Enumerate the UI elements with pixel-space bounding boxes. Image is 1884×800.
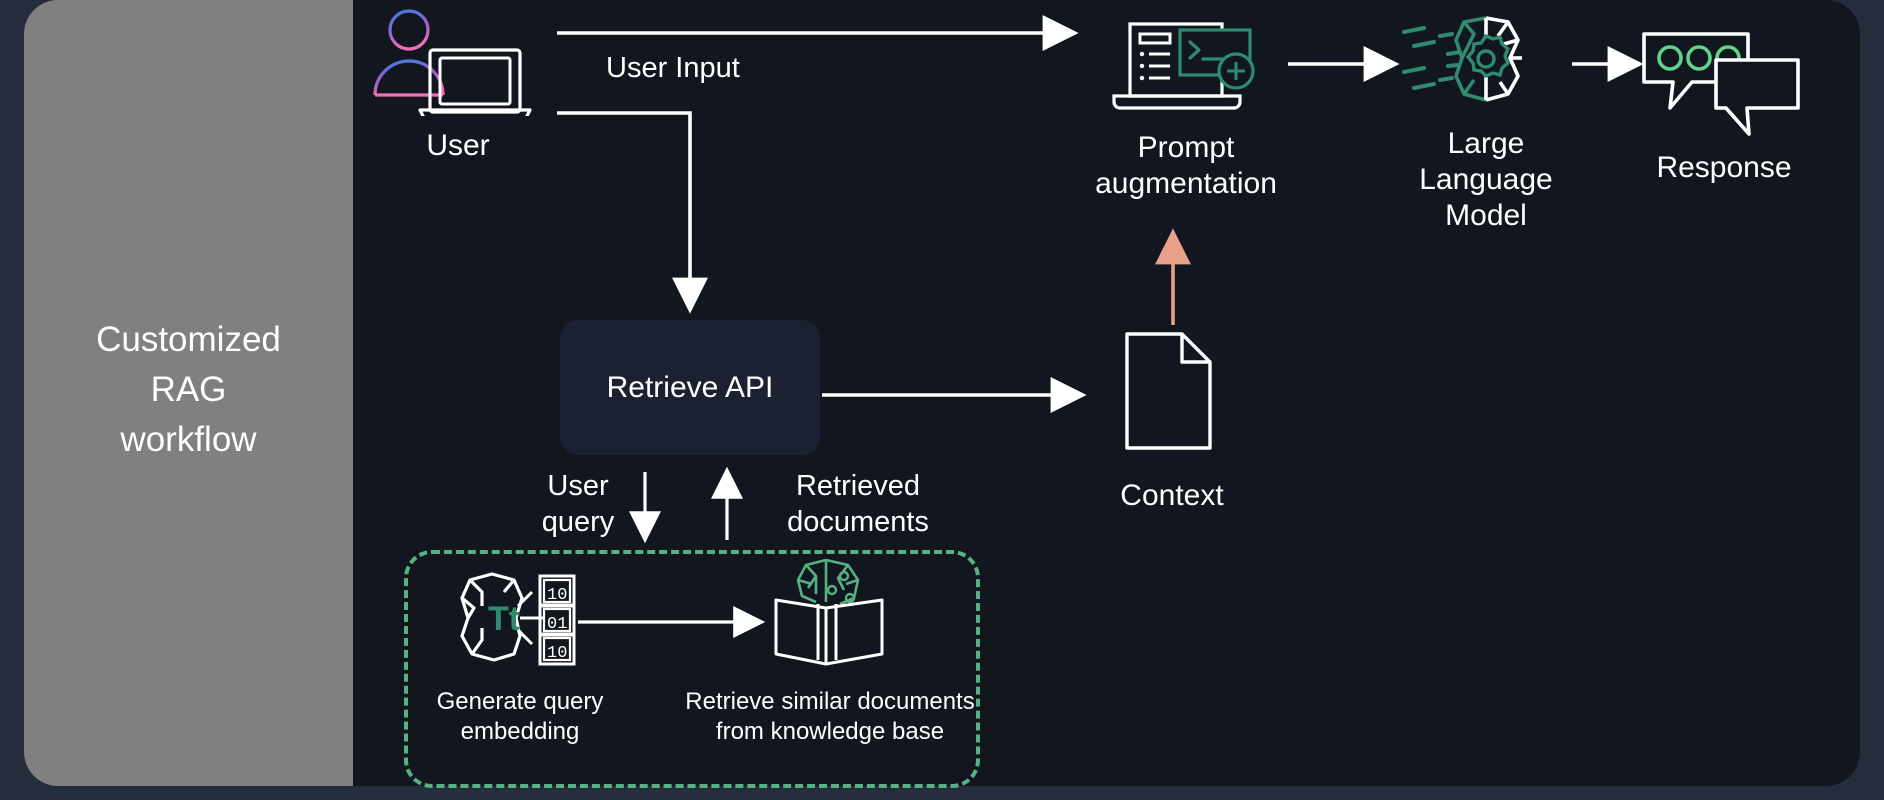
node-label-context: Context <box>1120 479 1224 512</box>
node-label-large-language-model: Large Language Model <box>1419 127 1553 232</box>
node-label-generate-query-embedding: Generate query embedding <box>436 688 604 745</box>
node-label-user: User <box>426 129 490 162</box>
node-label-retrieve-similar-documents: Retrieve similar documents from knowledg… <box>685 688 975 745</box>
user-laptop-icon <box>368 6 548 122</box>
svg-text:10: 10 <box>547 586 567 605</box>
brain-binary-icon: Tt 10 01 10 <box>440 568 600 672</box>
svg-text:01: 01 <box>547 615 567 634</box>
edge-label-user-query: User query <box>541 470 615 538</box>
embedding-glyph-text: Tt <box>488 600 520 638</box>
node-label-prompt-augmentation: Prompt augmentation <box>1095 131 1277 200</box>
retrieve-api-node[interactable]: Retrieve API <box>560 320 820 455</box>
book-brain-icon <box>770 556 900 676</box>
document-lines-icon <box>1122 330 1222 452</box>
laptop-terminal-plus-icon <box>1108 14 1268 114</box>
edge-label-user-input: User Input <box>606 52 740 84</box>
edge-label-retrieved-documents: Retrieved documents <box>787 470 929 538</box>
left-title-panel: Customized RAG workflow <box>24 0 353 786</box>
knowledge-base-group-box <box>404 550 980 788</box>
page-title: Customized RAG workflow <box>96 320 281 459</box>
speech-bubbles-icon <box>1638 28 1808 146</box>
svg-text:10: 10 <box>547 644 567 663</box>
retrieve-api-label: Retrieve API <box>606 370 774 404</box>
brain-gear-icon <box>1396 10 1576 116</box>
node-label-response: Response <box>1656 151 1792 184</box>
